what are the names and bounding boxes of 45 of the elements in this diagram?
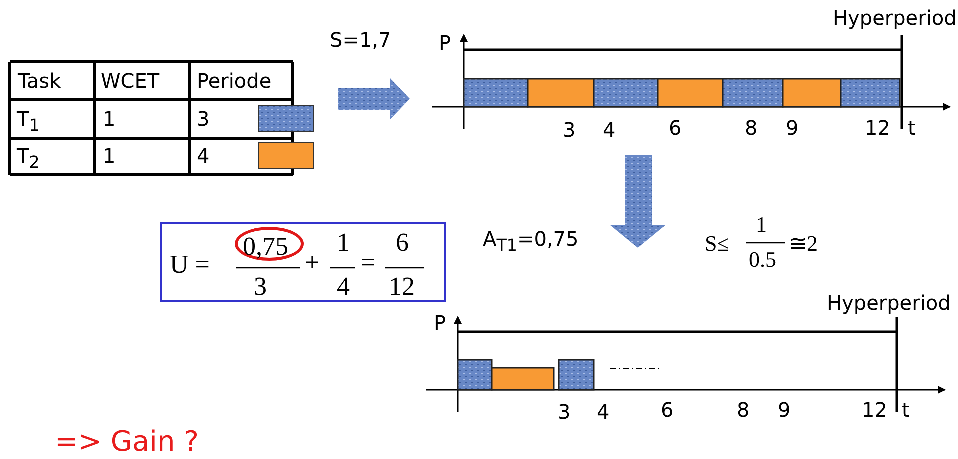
axis-label: t xyxy=(908,118,916,138)
tick-label: 4 xyxy=(603,120,616,140)
tick-label: 12 xyxy=(862,400,888,420)
formula-term: = xyxy=(361,250,376,276)
formula-label: S≤ xyxy=(705,233,730,255)
table-cell: T$_{1}$ xyxy=(17,109,40,135)
table-cell: T$_{2}$ xyxy=(17,146,40,172)
formula-term: 6 xyxy=(396,230,409,256)
speed-label: S=1,7 xyxy=(330,30,392,50)
table-header: WCET xyxy=(101,71,160,91)
heading-label: Hyperperiod xyxy=(833,8,957,28)
tick-label: 6 xyxy=(661,400,674,420)
table-cell: 1 xyxy=(103,109,116,129)
tick-label: 6 xyxy=(669,118,682,138)
tick-label: 8 xyxy=(745,118,758,138)
axis-label: t xyxy=(902,400,910,420)
tick-label: 12 xyxy=(865,118,890,138)
tick-label: 9 xyxy=(786,118,799,138)
formula-term: 12 xyxy=(389,274,415,300)
tick-label: 3 xyxy=(558,402,571,422)
table-header: Periode xyxy=(197,71,272,91)
formula-term: 1 xyxy=(337,230,350,256)
tick-label: 9 xyxy=(778,400,791,420)
formula-term: 4 xyxy=(337,274,350,300)
table-cell: 3 xyxy=(197,109,210,129)
table-cell: 4 xyxy=(197,146,210,166)
conclusion-text: => Gain ? xyxy=(55,428,199,456)
formula-term: + xyxy=(305,250,320,276)
formula-label: 0.5 xyxy=(749,249,776,271)
tick-label: 3 xyxy=(563,120,576,140)
axis-label: P xyxy=(434,313,446,333)
formula-label: ≅2 xyxy=(789,233,818,255)
formula-term: 0,75 xyxy=(243,234,288,260)
heading-label: Hyperperiod xyxy=(827,293,951,313)
table-header: Task xyxy=(18,71,62,91)
formula-box xyxy=(160,222,446,302)
formula-term: 3 xyxy=(254,274,267,300)
formula-term: U = xyxy=(170,252,210,278)
tick-label: 8 xyxy=(737,400,750,420)
tick-label: 4 xyxy=(597,402,610,422)
highlight-ellipse xyxy=(235,227,304,261)
formula-label: 1 xyxy=(756,214,767,236)
table-cell: 1 xyxy=(103,146,116,166)
axis-label: P xyxy=(439,33,452,53)
formula-label: A$_{T1}$=0,75 xyxy=(483,229,579,255)
